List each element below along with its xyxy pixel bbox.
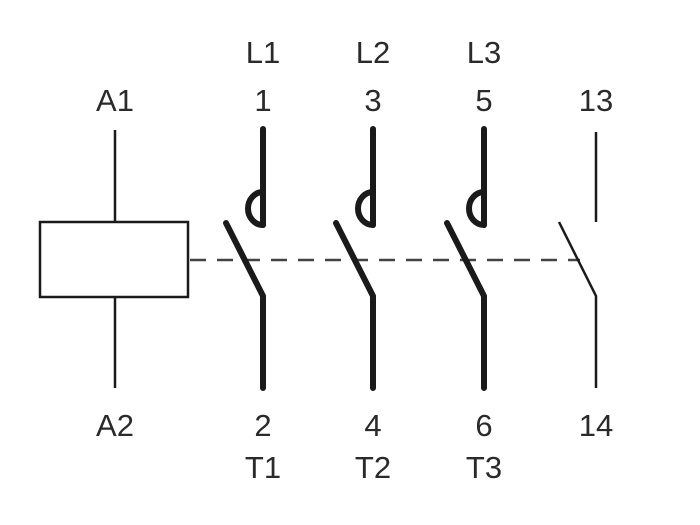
line-label: L1 [246, 35, 280, 70]
top-terminal-label: 5 [475, 83, 492, 118]
arc-chute-icon [466, 189, 487, 228]
arc-chute-icon [355, 189, 376, 228]
pole-blade [223, 220, 266, 391]
bottom-terminal-label: 4 [364, 408, 381, 443]
load-label: T2 [355, 450, 391, 485]
line-label: L3 [467, 35, 501, 70]
coil-label-a1: A1 [96, 83, 134, 118]
coil [38, 130, 190, 388]
top-terminal-label: 3 [364, 83, 381, 118]
pole-blade [444, 220, 487, 391]
load-label: T3 [466, 450, 502, 485]
aux-contact [557, 132, 598, 388]
main-pole-3: L3 5 6T3 [444, 35, 502, 485]
coil-body [38, 220, 190, 299]
load-label: T1 [245, 450, 281, 485]
line-label: L2 [356, 35, 390, 70]
coil-label-a2: A2 [96, 408, 134, 443]
pole-blade [333, 220, 376, 391]
aux-terminal-13: 13 [579, 83, 613, 118]
main-pole-2: L2 3 4T2 [333, 35, 391, 485]
arc-chute-icon [245, 189, 266, 228]
aux-terminal-14: 14 [579, 408, 613, 443]
bottom-terminal-label: 6 [475, 408, 492, 443]
aux-blade [557, 221, 598, 388]
top-terminal-label: 1 [254, 83, 271, 118]
main-pole-1: L1 1 2T1 [223, 35, 281, 485]
bottom-terminal-label: 2 [254, 408, 271, 443]
